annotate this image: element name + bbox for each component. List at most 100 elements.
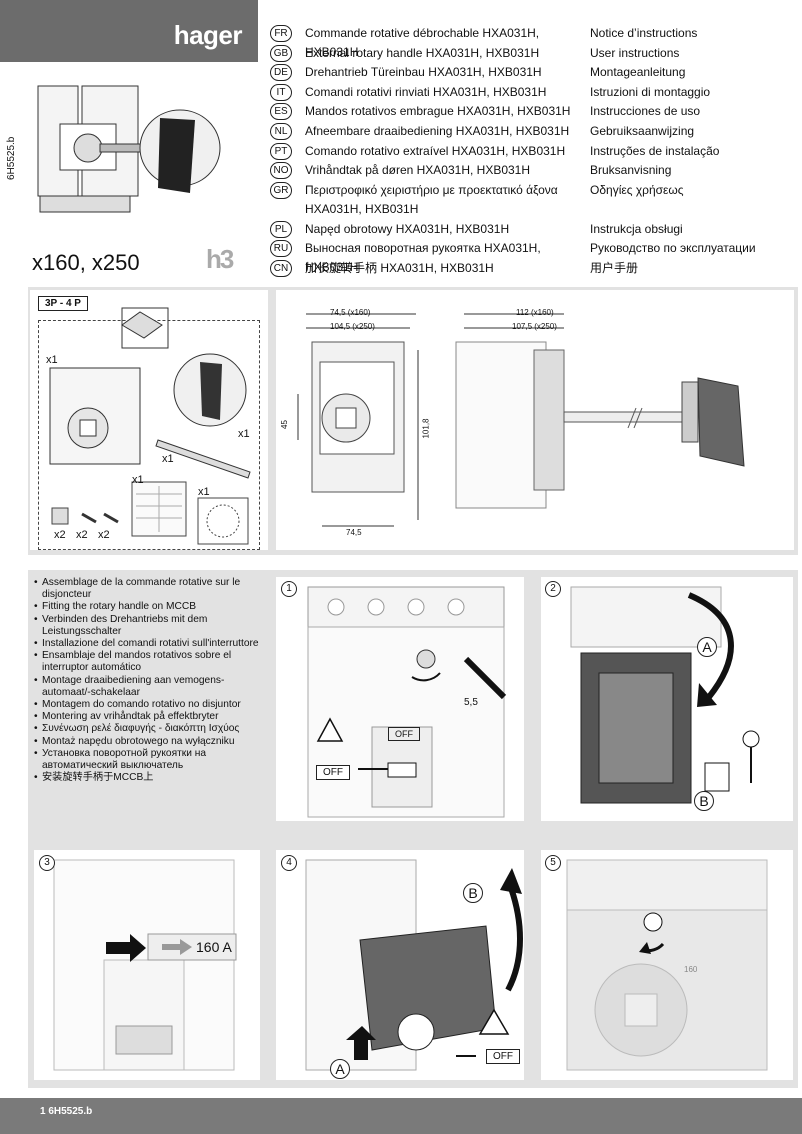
model-title: x160, x250 [32, 250, 140, 275]
lang-row-nl: NL Afneembare draaibediening HXA031H, HXB… [270, 122, 800, 142]
desc-cn: 安装旋转手柄于MCCB上 [34, 772, 260, 784]
lang-note: Instruções de instalação [590, 143, 720, 158]
lang-title: 加长旋转手柄 HXA031H, HXB031H [305, 260, 494, 275]
lang-row-de: DE Drehantrieb Türeinbau HXA031H, HXB031H… [270, 63, 800, 83]
step-5-rating: 160 [684, 965, 698, 974]
lang-note: Montageanleitung [590, 65, 686, 80]
step-5-illustration [566, 859, 768, 1071]
step-3-number: 3 [39, 855, 55, 871]
lang-code: RU [270, 240, 292, 258]
desc-it: Installazione del comandi rotativi sull'… [34, 638, 260, 650]
step-1-illustration [307, 586, 507, 818]
lang-title: Comandi rotativi rinviati HXA031H, HXB03… [305, 84, 547, 99]
lang-code: PT [270, 142, 292, 160]
dim-width-160: 74,5 (x160) [330, 308, 371, 317]
product-illustration [37, 85, 221, 213]
step-4-label-a: A [330, 1059, 350, 1079]
desc-no: Montering av vrihåndtak på effektbryter [34, 711, 260, 723]
qty-handle: x1 [238, 428, 250, 440]
desc-ru: Установка поворотной рукоятки на автомат… [34, 748, 260, 772]
step-2-label-b: B [694, 791, 714, 811]
lang-note: Bruksanvisning [590, 163, 672, 178]
lang-code: IT [270, 83, 292, 101]
qty-template: x1 [198, 486, 210, 498]
lang-row-pt: PT Comando rotativo extraível HXA031H, HX… [270, 142, 800, 162]
lang-code: NO [270, 162, 292, 180]
step-4-number: 4 [281, 855, 297, 871]
lang-row-es: ES Mandos rotativos embrague HXA031H, HXB… [270, 102, 800, 122]
dim-bottom-width: 74,5 [346, 528, 362, 537]
dim-depth-250: 107,5 (x250) [512, 322, 557, 331]
step-1-switch-label: OFF [388, 727, 420, 741]
lang-note: Istruzioni di montaggio [590, 84, 711, 99]
desc-pl: Montaż napędu obrotowego na wyłączniku [34, 736, 260, 748]
rating-label: 160 A [196, 939, 232, 955]
kit-illustration [49, 307, 251, 545]
lang-title: Vrihåndtak på døren HXA031H, HXB031H [305, 163, 531, 178]
desc-fr: Assemblage de la commande rotative sur l… [34, 577, 260, 601]
lang-row-ru: RU Выносная поворотная рукоятка HXA031H, … [270, 239, 800, 274]
lang-title: Drehantrieb Türeinbau HXA031H, HXB031H [305, 65, 542, 80]
step-2-illustration [570, 586, 760, 804]
step-5-number: 5 [545, 855, 561, 871]
desc-pt: Montagem do comando rotativo no disjunto… [34, 699, 260, 711]
step-4-illustration [305, 859, 523, 1071]
lang-title: Περιστροφικό χειριστήριο με προεκτατικό … [305, 182, 558, 216]
step-1-number: 1 [281, 581, 297, 597]
lang-title: Выносная поворотная рукоятка HXA031H, HX… [305, 241, 541, 275]
lang-title: Commande rotative débrochable HXA031H, H… [305, 26, 540, 59]
step-description-list: Assemblage de la commande rotative sur l… [34, 577, 260, 785]
hager-logo: hager [173, 20, 243, 50]
qty-part-c: x2 [98, 529, 110, 541]
dim-height-45: 45 [279, 420, 289, 429]
lang-row-it: IT Comandi rotativi rinviati HXA031H, HXB… [270, 83, 800, 103]
qty-sheet: x1 [132, 474, 144, 486]
step-3-illustration [53, 859, 237, 1071]
lang-title: Afneembare draaibediening HXA031H, HXB03… [305, 123, 570, 138]
lang-note: Notice d’instructions [590, 26, 698, 40]
lang-row-gb: GB External rotary handle HXA031H, HXB031… [270, 44, 800, 64]
step-2-label-a: A [697, 637, 717, 657]
lang-title: Mandos rotativos embrague HXA031H, HXB03… [305, 104, 571, 119]
desc-nl: Montage draaibediening aan vemogens-auto… [34, 675, 260, 699]
desc-gr: Συνένωση ρελέ διαφυγής - διακόπτη Ισχύος [34, 723, 260, 735]
footer-page-ref: 1 6H5525.b [40, 1106, 93, 1117]
lang-code: PL [270, 220, 292, 238]
screwdriver-size: 5,5 [464, 697, 478, 708]
lang-note: User instructions [590, 45, 680, 60]
lang-code: GR [270, 181, 292, 199]
pole-tag: 3P - 4 P [38, 296, 88, 311]
lang-note: Руководство по эксплуатации [590, 241, 756, 256]
lang-title: Comando rotativo extraível HXA031H, HXB0… [305, 143, 566, 158]
qty-shaft: x1 [162, 453, 174, 465]
footer-bar: 1 6H5525.b [0, 1098, 802, 1134]
lang-note: Gebruiksaanwijzing [590, 123, 695, 138]
lang-code: NL [270, 122, 292, 140]
lang-code: GB [270, 44, 292, 62]
desc-de: Verbinden des Drehantriebs mit dem Leist… [34, 614, 260, 638]
lang-note: Instrucciones de uso [590, 104, 701, 119]
qty-base: x1 [46, 354, 58, 366]
dim-height-101: 101,8 [421, 418, 431, 439]
lang-note: 用户手册 [590, 260, 639, 275]
desc-gb: Fitting the rotary handle on MCCB [34, 601, 260, 613]
qty-part-a: x2 [54, 529, 66, 541]
lang-code: CN [270, 259, 292, 277]
lang-code: ES [270, 103, 292, 121]
front-dimension-drawing [297, 313, 745, 527]
h3-logo: h3 [206, 244, 234, 274]
step-4-label-b: B [463, 883, 483, 903]
qty-part-b: x2 [76, 529, 88, 541]
desc-es: Ensamblaje del mandos rotativos sobre el… [34, 650, 260, 674]
lang-row-no: NO Vrihåndtak på døren HXA031H, HXB031H Br… [270, 161, 800, 181]
lang-note: Οδηγίες χρήσεως [590, 182, 684, 197]
document-reference: 6H5525.b [6, 136, 17, 180]
brand-bar: hager [0, 0, 258, 62]
lang-title: External rotary handle HXA031H, HXB031H [305, 45, 540, 60]
step-4-off-label: OFF [486, 1049, 520, 1064]
lang-code: DE [270, 64, 292, 82]
lang-row-gr: GR Περιστροφικό χειριστήριο με προεκτατικ… [270, 181, 800, 220]
